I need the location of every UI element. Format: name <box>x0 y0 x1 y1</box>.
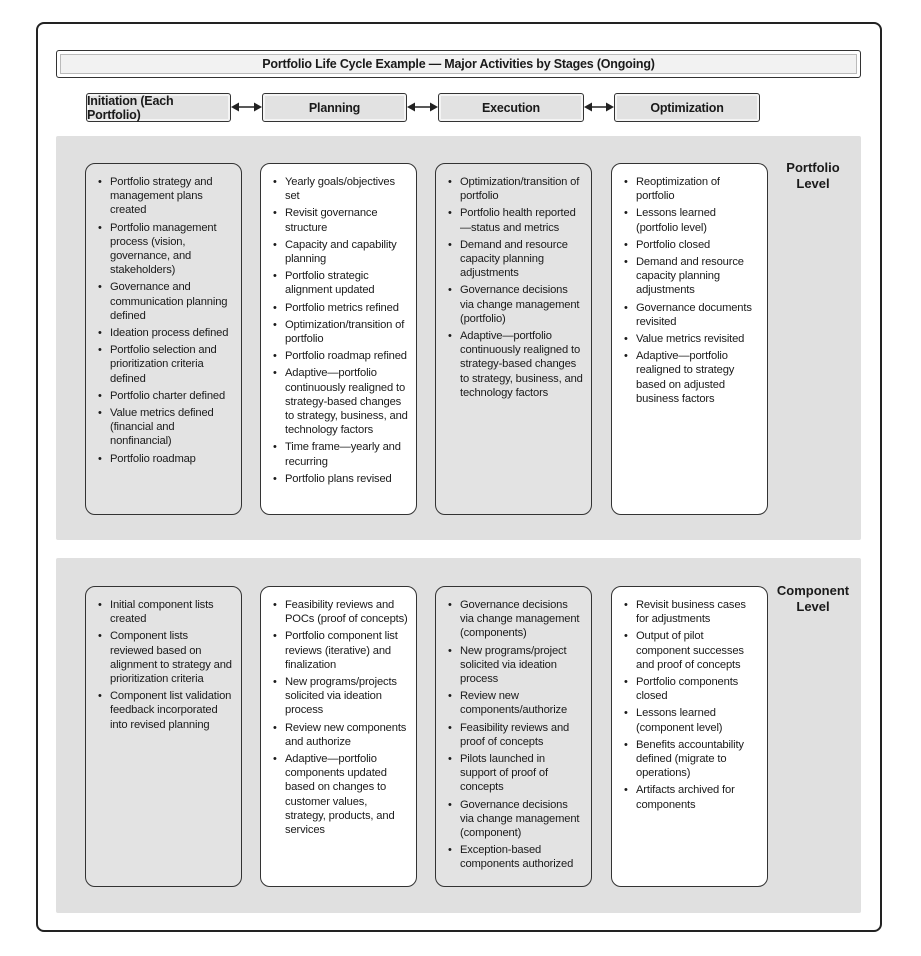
component-optimization-card: Revisit business cases for adjustmentsOu… <box>611 586 768 887</box>
activity-item: Portfolio roadmap <box>97 452 233 466</box>
activity-list: Initial component lists createdComponent… <box>97 598 233 732</box>
activity-item: Adaptive—portfolio realigned to strategy… <box>623 349 759 406</box>
activity-item: Portfolio plans revised <box>272 472 408 486</box>
activity-item: Adaptive—portfolio components updated ba… <box>272 752 408 837</box>
activity-item: Time frame—yearly and recurring <box>272 440 408 468</box>
activity-list: Reoptimization of portfolioLessons learn… <box>623 175 759 406</box>
activity-item: Portfolio component list reviews (iterat… <box>272 629 408 672</box>
activity-item: Governance documents revisited <box>623 301 759 329</box>
activity-item: Yearly goals/objectives set <box>272 175 408 203</box>
activity-item: Component lists reviewed based on alignm… <box>97 629 233 686</box>
stage-planning: Planning <box>262 93 407 122</box>
portfolio-initiation-card: Portfolio strategy and management plans … <box>85 163 242 515</box>
activity-item: New programs/project solicited via ideat… <box>447 644 583 687</box>
portfolio-planning-card: Yearly goals/objectives setRevisit gover… <box>260 163 417 515</box>
activity-item: Portfolio charter defined <box>97 389 233 403</box>
activity-item: Demand and resource capacity planning ad… <box>447 238 583 281</box>
activity-item: Exception-based components authorized <box>447 843 583 871</box>
activity-item: Portfolio roadmap refined <box>272 349 408 363</box>
activity-item: Adaptive—portfolio continuously realigne… <box>447 329 583 400</box>
activity-list: Feasibility reviews and POCs (proof of c… <box>272 598 408 837</box>
double-arrow-icon <box>231 102 262 112</box>
portfolio-optimization-card: Reoptimization of portfolioLessons learn… <box>611 163 768 515</box>
activity-item: Value metrics defined (financial and non… <box>97 406 233 449</box>
diagram-title: Portfolio Life Cycle Example — Major Act… <box>56 50 861 78</box>
activity-item: Governance decisions via change manageme… <box>447 283 583 326</box>
activity-item: New programs/projects solicited via idea… <box>272 675 408 718</box>
double-arrow-icon <box>407 102 438 112</box>
activity-item: Pilots launched in support of proof of c… <box>447 752 583 795</box>
activity-item: Optimization/transition of portfolio <box>272 318 408 346</box>
activity-item: Governance decisions via change manageme… <box>447 598 583 641</box>
activity-item: Benefits accountability defined (migrate… <box>623 738 759 781</box>
activity-item: Governance decisions via change manageme… <box>447 798 583 841</box>
activity-item: Portfolio management process (vision, go… <box>97 221 233 278</box>
component-execution-card: Governance decisions via change manageme… <box>435 586 592 887</box>
component-initiation-card: Initial component lists createdComponent… <box>85 586 242 887</box>
activity-item: Demand and resource capacity planning ad… <box>623 255 759 298</box>
activity-list: Governance decisions via change manageme… <box>447 598 583 872</box>
activity-item: Feasibility reviews and proof of concept… <box>447 721 583 749</box>
component-level-label: Component Level <box>776 583 850 614</box>
activity-item: Governance and communication planning de… <box>97 280 233 323</box>
activity-item: Output of pilot component successes and … <box>623 629 759 672</box>
activity-item: Revisit governance structure <box>272 206 408 234</box>
activity-list: Optimization/transition of portfolioPort… <box>447 175 583 400</box>
activity-item: Portfolio components closed <box>623 675 759 703</box>
activity-item: Component list validation feedback incor… <box>97 689 233 732</box>
activity-list: Yearly goals/objectives setRevisit gover… <box>272 175 408 486</box>
activity-item: Optimization/transition of portfolio <box>447 175 583 203</box>
activity-item: Lessons learned (portfolio level) <box>623 206 759 234</box>
portfolio-level-label: Portfolio Level <box>786 160 840 191</box>
activity-item: Value metrics revisited <box>623 332 759 346</box>
activity-item: Portfolio strategic alignment updated <box>272 269 408 297</box>
activity-item: Review new components and authorize <box>272 721 408 749</box>
double-arrow-icon <box>584 102 614 112</box>
activity-list: Portfolio strategy and management plans … <box>97 175 233 466</box>
activity-item: Portfolio metrics refined <box>272 301 408 315</box>
activity-item: Portfolio selection and prioritization c… <box>97 343 233 386</box>
portfolio-execution-card: Optimization/transition of portfolioPort… <box>435 163 592 515</box>
activity-item: Initial component lists created <box>97 598 233 626</box>
stage-execution: Execution <box>438 93 584 122</box>
activity-item: Review new components/authorize <box>447 689 583 717</box>
activity-item: Revisit business cases for adjustments <box>623 598 759 626</box>
activity-list: Revisit business cases for adjustmentsOu… <box>623 598 759 812</box>
activity-item: Reoptimization of portfolio <box>623 175 759 203</box>
activity-item: Portfolio health reported—status and met… <box>447 206 583 234</box>
activity-item: Adaptive—portfolio continuously realigne… <box>272 366 408 437</box>
activity-item: Capacity and capability planning <box>272 238 408 266</box>
activity-item: Lessons learned (component level) <box>623 706 759 734</box>
activity-item: Ideation process defined <box>97 326 233 340</box>
activity-item: Portfolio strategy and management plans … <box>97 175 233 218</box>
activity-item: Artifacts archived for components <box>623 783 759 811</box>
activity-item: Feasibility reviews and POCs (proof of c… <box>272 598 408 626</box>
component-planning-card: Feasibility reviews and POCs (proof of c… <box>260 586 417 887</box>
stage-optimization: Optimization <box>614 93 760 122</box>
stage-initiation: Initiation (Each Portfolio) <box>86 93 231 122</box>
activity-item: Portfolio closed <box>623 238 759 252</box>
